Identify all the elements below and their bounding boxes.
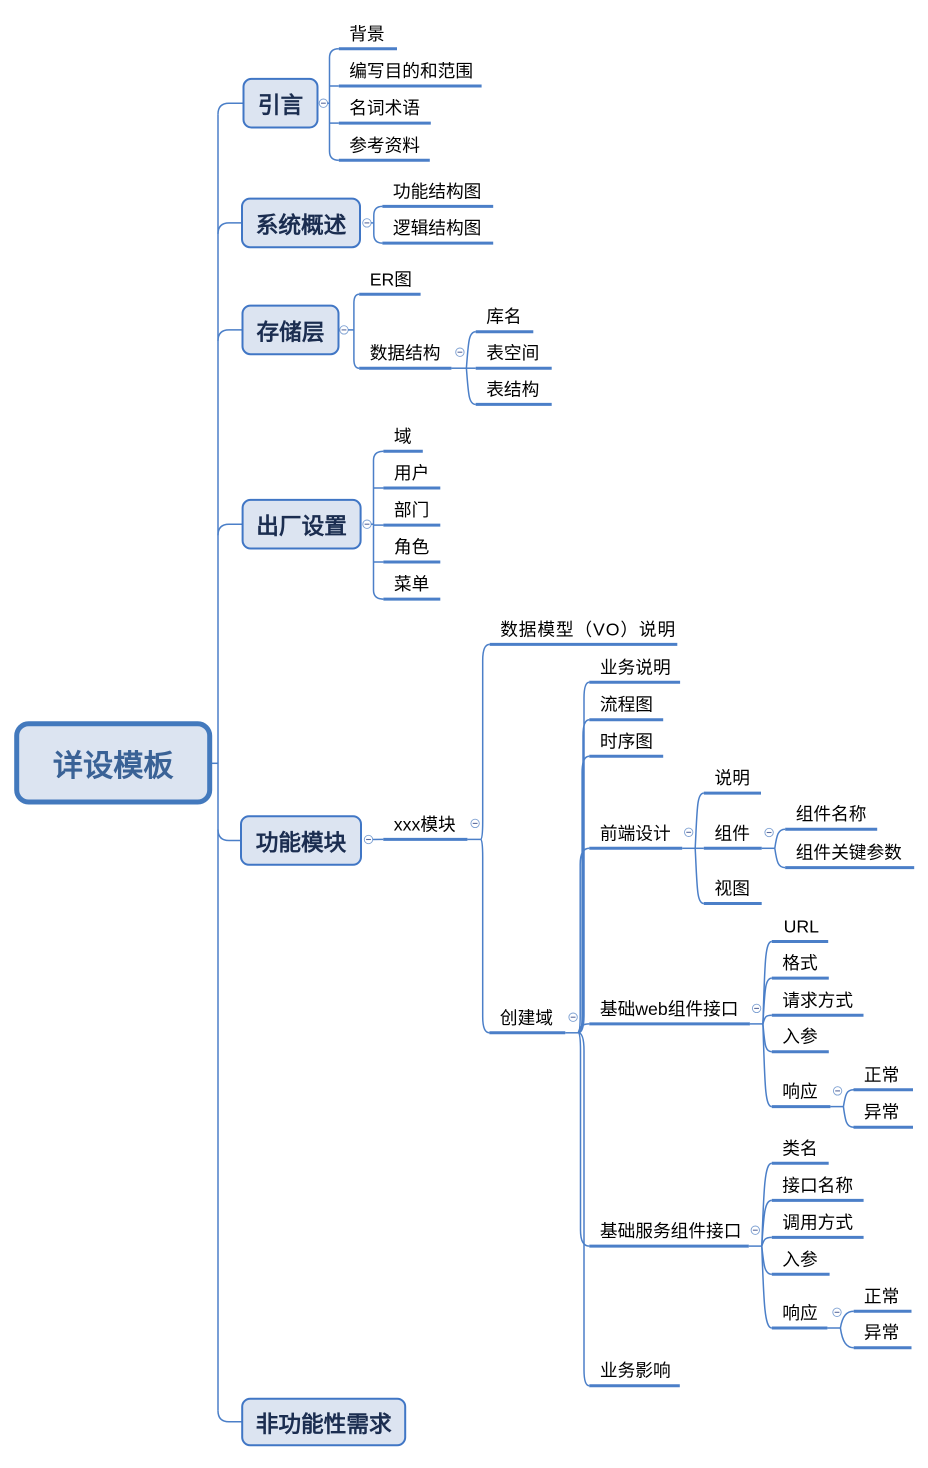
svg-text:响应: 响应 [782,1082,817,1102]
svg-text:时序图: 时序图 [600,731,653,751]
svg-text:创建域: 创建域 [500,1008,553,1028]
svg-text:引言: 引言 [258,92,303,118]
svg-text:出厂设置: 出厂设置 [256,513,347,539]
svg-text:组件名称: 组件名称 [796,804,867,824]
svg-text:表空间: 表空间 [486,343,539,363]
svg-text:详设模板: 详设模板 [53,749,175,783]
svg-text:功能模块: 功能模块 [256,830,347,856]
svg-text:URL: URL [784,917,820,937]
svg-text:部门: 部门 [394,500,429,520]
svg-text:组件: 组件 [715,823,750,843]
svg-text:视图: 视图 [715,879,750,899]
svg-text:数据结构: 数据结构 [370,343,441,363]
svg-text:业务影响: 业务影响 [600,1361,671,1381]
svg-text:参考资料: 参考资料 [349,135,420,155]
svg-text:基础服务组件接口: 基础服务组件接口 [600,1221,742,1241]
svg-text:域: 域 [394,426,412,446]
svg-text:异常: 异常 [864,1102,899,1122]
svg-text:菜单: 菜单 [394,574,429,594]
svg-text:请求方式: 请求方式 [782,990,853,1010]
svg-text:数据模型（VO）说明: 数据模型（VO）说明 [500,619,675,639]
svg-text:ER图: ER图 [370,269,412,289]
svg-text:异常: 异常 [864,1323,899,1343]
svg-text:xxx模块: xxx模块 [394,814,456,834]
svg-text:表结构: 表结构 [486,379,539,399]
svg-text:前端设计: 前端设计 [600,823,671,843]
svg-text:调用方式: 调用方式 [782,1212,853,1232]
svg-text:流程图: 流程图 [600,695,653,715]
svg-text:名词术语: 名词术语 [349,98,420,118]
svg-text:格式: 格式 [782,953,818,973]
svg-text:库名: 库名 [486,307,521,327]
svg-text:业务说明: 业务说明 [600,657,671,677]
svg-text:基础web组件接口: 基础web组件接口 [600,999,739,1019]
svg-text:背景: 背景 [349,24,384,44]
svg-text:正常: 正常 [864,1286,899,1306]
svg-text:逻辑结构图: 逻辑结构图 [393,218,481,238]
svg-text:正常: 正常 [864,1065,899,1085]
svg-text:入参: 入参 [782,1027,818,1047]
svg-text:角色: 角色 [394,537,430,557]
svg-text:接口名称: 接口名称 [782,1175,853,1195]
svg-text:存储层: 存储层 [257,319,325,345]
svg-text:用户: 用户 [394,463,429,483]
svg-text:系统概述: 系统概述 [256,212,347,238]
svg-text:类名: 类名 [782,1138,817,1158]
svg-text:响应: 响应 [782,1303,817,1323]
svg-text:编写目的和范围: 编写目的和范围 [349,61,473,81]
svg-text:非功能性需求: 非功能性需求 [256,1411,392,1437]
svg-text:说明: 说明 [715,768,750,788]
svg-text:功能结构图: 功能结构图 [393,181,481,201]
svg-text:入参: 入参 [782,1249,818,1269]
svg-text:组件关键参数: 组件关键参数 [796,843,902,863]
